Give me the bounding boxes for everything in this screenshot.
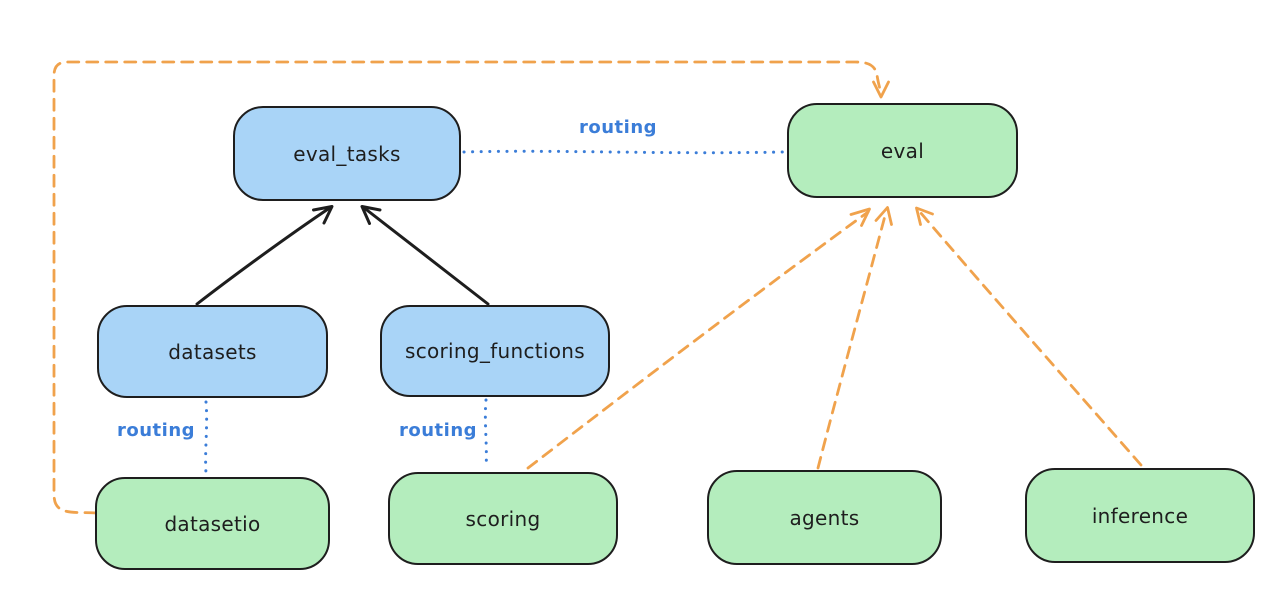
routing-label-scoring-functions-scoring: routing (398, 420, 478, 441)
node-label: datasets (168, 339, 257, 364)
node-label: datasetio (164, 511, 261, 536)
routing-label-datasets-datasetio: routing (116, 420, 196, 441)
edge-inference-to-eval (915, 206, 1143, 467)
edge-eval-tasks-to-eval-routing (462, 149, 785, 155)
node-datasets: datasets (97, 305, 328, 398)
node-label: eval_tasks (293, 141, 401, 166)
edge-scoring-functions-to-scoring-routing (483, 398, 488, 470)
node-label: scoring_functions (404, 339, 586, 363)
node-eval: eval (787, 103, 1018, 198)
node-label: inference (1091, 503, 1189, 528)
edge-scoring-functions-to-eval-tasks (360, 205, 490, 306)
edge-datasetio-loop-to-eval (52, 60, 890, 515)
edge-scoring-to-eval (526, 207, 871, 470)
node-label: agents (789, 505, 860, 530)
node-datasetio: datasetio (95, 477, 330, 570)
node-inference: inference (1025, 468, 1255, 563)
node-agents: agents (707, 470, 942, 565)
node-scoring-functions: scoring_functions (380, 305, 610, 397)
node-eval-tasks: eval_tasks (233, 106, 461, 201)
edge-agents-to-eval (816, 206, 893, 470)
node-label: eval (880, 138, 925, 163)
routing-label-eval-tasks-eval: routing (578, 117, 658, 138)
node-label: scoring (465, 506, 541, 531)
node-scoring: scoring (388, 472, 618, 565)
edge-datasets-to-eval-tasks (195, 205, 334, 306)
edge-datasets-to-datasetio-routing (204, 400, 209, 475)
